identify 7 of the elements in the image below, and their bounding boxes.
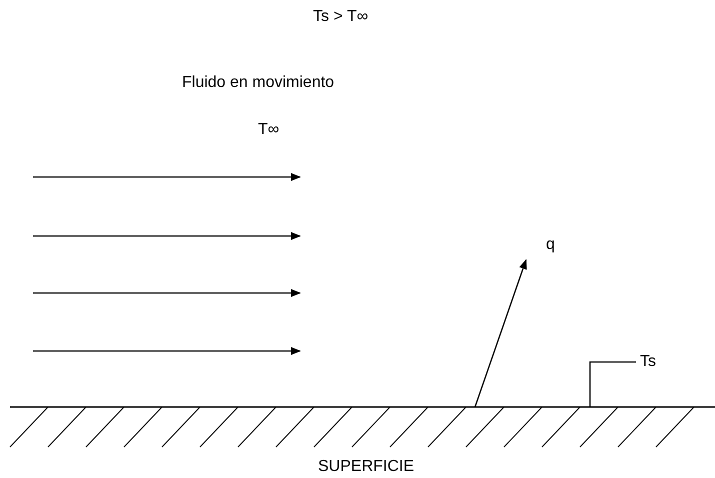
temperature-label: T∞ xyxy=(258,121,280,139)
condition-label: Ts > T∞ xyxy=(313,8,368,26)
leader-line xyxy=(589,361,636,407)
surface-label: SUPERFICIE xyxy=(318,458,414,476)
fluid-label: Fluido en movimiento xyxy=(182,74,334,92)
temperature-label: Ts xyxy=(640,353,656,371)
heat-flux-label: q xyxy=(546,236,555,254)
